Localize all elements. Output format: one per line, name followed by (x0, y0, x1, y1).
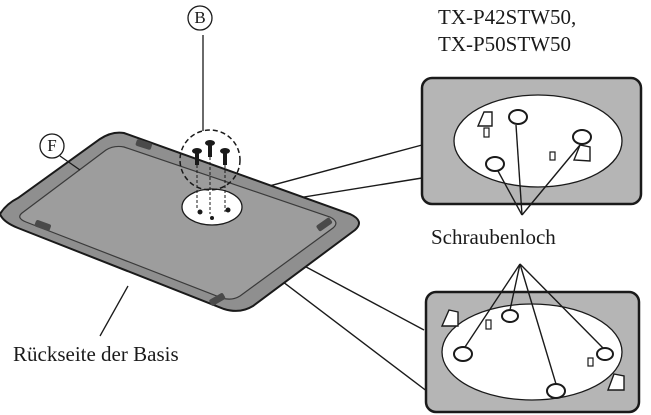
part-b-circle (187, 5, 213, 31)
detail-panel-bottom (424, 290, 641, 414)
part-b-label: B (194, 8, 206, 27)
hole-pointers-top (497, 124, 581, 216)
screw-hole-label: Schraubenloch (431, 225, 556, 249)
detail-panel-top (420, 76, 643, 206)
base-label-leader (99, 285, 129, 337)
part-f-leader (59, 155, 81, 171)
part-f-circle (39, 133, 65, 159)
model-name-2: TX-P50STW50 (438, 32, 571, 56)
screws-b (179, 35, 241, 214)
hole-pointers-bottom (464, 263, 604, 385)
base-back-label: Rückseite der Basis (13, 342, 179, 366)
base-plate (0, 131, 360, 312)
model-name-1: TX-P42STW50, (438, 5, 577, 29)
part-f-label: F (47, 136, 57, 155)
